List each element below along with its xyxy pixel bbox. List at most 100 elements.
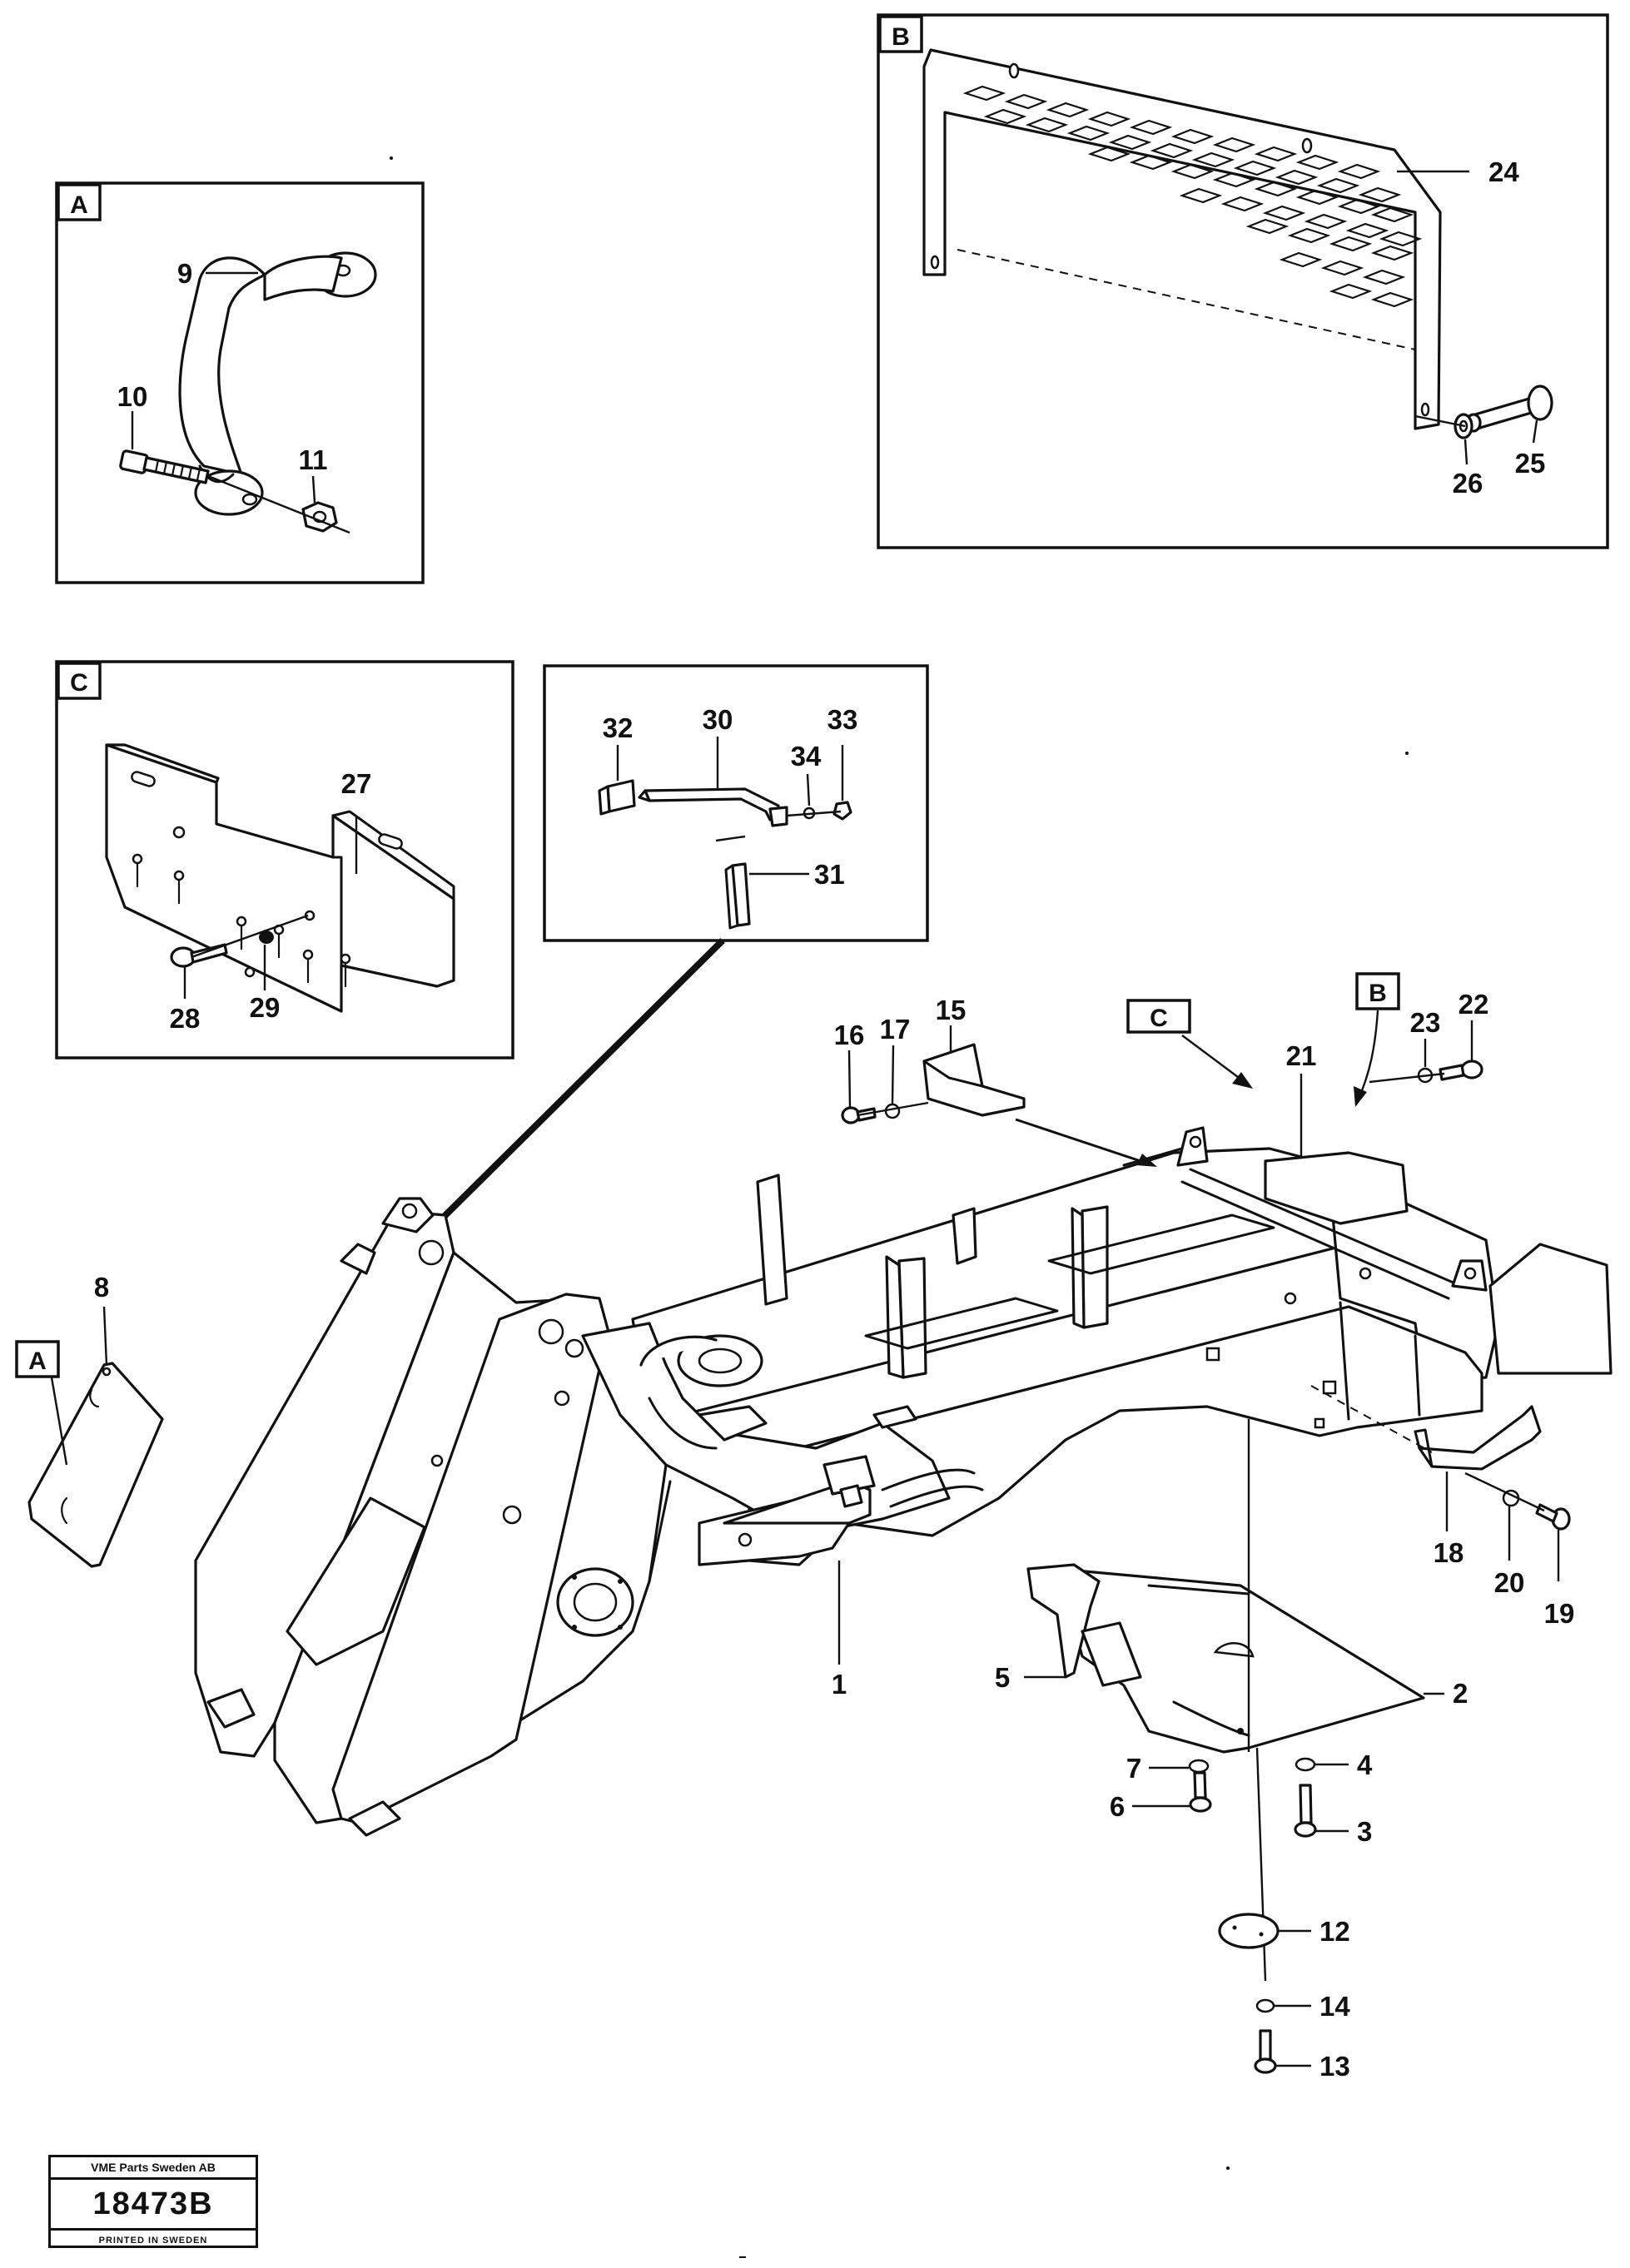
axis-line-bracket <box>786 810 842 817</box>
inset-bracket: 32 30 34 33 31 <box>543 664 929 942</box>
label-11: 11 <box>299 444 328 475</box>
clip-part-31 <box>724 862 751 930</box>
label-10: 10 <box>117 381 148 412</box>
print-speck <box>1226 2166 1230 2170</box>
washer-part-7 <box>1188 1759 1210 1774</box>
callout-a-box <box>15 1340 60 1378</box>
axis-line-a <box>207 474 350 534</box>
axis-line-22 <box>1369 1072 1445 1084</box>
counterweight-part-27 <box>105 743 455 1013</box>
leader-25 <box>1532 419 1538 444</box>
strap-part-30 <box>638 787 788 827</box>
label-16: 16 <box>834 1020 865 1050</box>
stamp-printed: PRINTED IN SWEDEN <box>98 2236 208 2246</box>
pin-part-25 <box>1465 385 1553 433</box>
label-8: 8 <box>94 1272 109 1303</box>
cover-plate-part-12 <box>1218 1913 1280 1949</box>
print-speck <box>390 156 393 160</box>
bolt-part-19 <box>1535 1503 1571 1531</box>
label-23: 23 <box>1410 1007 1441 1038</box>
bolt-part-10 <box>119 449 210 484</box>
washer-part-14 <box>1255 1998 1275 2013</box>
callout-b-line <box>1357 1010 1379 1099</box>
label-18: 18 <box>1434 1537 1464 1568</box>
label-1: 1 <box>832 1669 847 1700</box>
label-15: 15 <box>936 995 967 1025</box>
nut-part-33 <box>832 801 852 821</box>
label-13: 13 <box>1319 2051 1350 2082</box>
inset-c-tag-box <box>57 662 102 700</box>
inset-b-frame <box>877 13 1609 549</box>
bolt-part-3 <box>1294 1784 1317 1838</box>
bolt-part-13 <box>1254 2029 1277 2074</box>
inset-connector-line <box>435 938 725 1226</box>
inset-a: A 9 10 11 <box>55 181 425 584</box>
leader-11 <box>311 475 316 504</box>
label-12: 12 <box>1319 1916 1350 1947</box>
label-33: 33 <box>827 704 858 735</box>
callout-c-box <box>1126 999 1191 1034</box>
inset-b-tag-box <box>878 15 923 53</box>
callout-a: A <box>15 1340 68 1466</box>
inset-b: B <box>877 13 1609 549</box>
main-frame-part-1 <box>194 1126 1613 1837</box>
inset-c-frame <box>55 660 514 1060</box>
bolt-part-28 <box>170 943 228 968</box>
label-6: 6 <box>1110 1791 1125 1822</box>
leader-17 <box>891 1045 895 1104</box>
callout-c-arrowhead <box>1232 1072 1253 1089</box>
bracket-part-5 <box>1026 1563 1142 1687</box>
inset-a-frame <box>55 181 425 584</box>
axis-line-19 <box>1464 1471 1545 1512</box>
label-34: 34 <box>791 741 822 772</box>
leader-31-axis <box>715 835 746 842</box>
leader-34 <box>806 773 811 806</box>
inset-bracket-frame <box>543 664 929 942</box>
drawing-number-stamp: VME Parts Sweden AB 18473B PRINTED IN SW… <box>48 2155 258 2248</box>
label-29: 29 <box>250 992 281 1023</box>
leader-16 <box>847 1050 852 1108</box>
stamp-company: VME Parts Sweden AB <box>51 2157 256 2180</box>
callout-b-tag: B <box>1369 980 1387 1007</box>
leader-26 <box>1464 439 1468 465</box>
grille-part-24 <box>922 48 1442 430</box>
label-3: 3 <box>1357 1816 1372 1847</box>
bracket-part-32 <box>598 779 636 816</box>
label-27: 27 <box>341 768 372 799</box>
bolt-part-6 <box>1189 1771 1212 1813</box>
washer-part-4 <box>1295 1757 1316 1772</box>
callout-c-line <box>1181 1035 1245 1083</box>
label-14: 14 <box>1319 1991 1350 2022</box>
bolt-part-22 <box>1439 1060 1483 1081</box>
callout-b: B <box>1354 972 1400 1107</box>
label-19: 19 <box>1544 1598 1575 1629</box>
handle-part <box>178 251 377 516</box>
inset-c: C 27 28 <box>55 660 514 1060</box>
callout-c: C <box>1126 999 1253 1089</box>
callout-b-box <box>1355 972 1400 1010</box>
axis-dash-18 <box>1310 1385 1433 1453</box>
label-4: 4 <box>1357 1749 1373 1780</box>
inset-b-tag: B <box>892 23 910 51</box>
washer-part-29 <box>259 931 274 944</box>
bracket-part-15 <box>922 1043 1026 1117</box>
leader-8 <box>102 1306 108 1366</box>
arrow-15-shaft <box>1015 1118 1154 1167</box>
axis-line-15 <box>857 1101 929 1117</box>
label-30: 30 <box>703 704 733 735</box>
bracket-part-18 <box>1414 1405 1542 1471</box>
callout-a-tag: A <box>28 1347 47 1375</box>
label-9: 9 <box>177 258 192 289</box>
panel-part-8 <box>27 1362 164 1568</box>
label-20: 20 <box>1494 1567 1525 1598</box>
label-7: 7 <box>1126 1753 1141 1784</box>
inset-a-tag: A <box>70 191 88 219</box>
inset-c-tag: C <box>70 669 88 697</box>
label-5: 5 <box>995 1662 1010 1693</box>
arrow-15-head <box>1136 1154 1157 1167</box>
label-2: 2 <box>1453 1678 1468 1709</box>
axis-line-c <box>191 914 309 959</box>
callout-c-tag: C <box>1150 1005 1168 1032</box>
inset-a-tag-box <box>57 183 102 221</box>
